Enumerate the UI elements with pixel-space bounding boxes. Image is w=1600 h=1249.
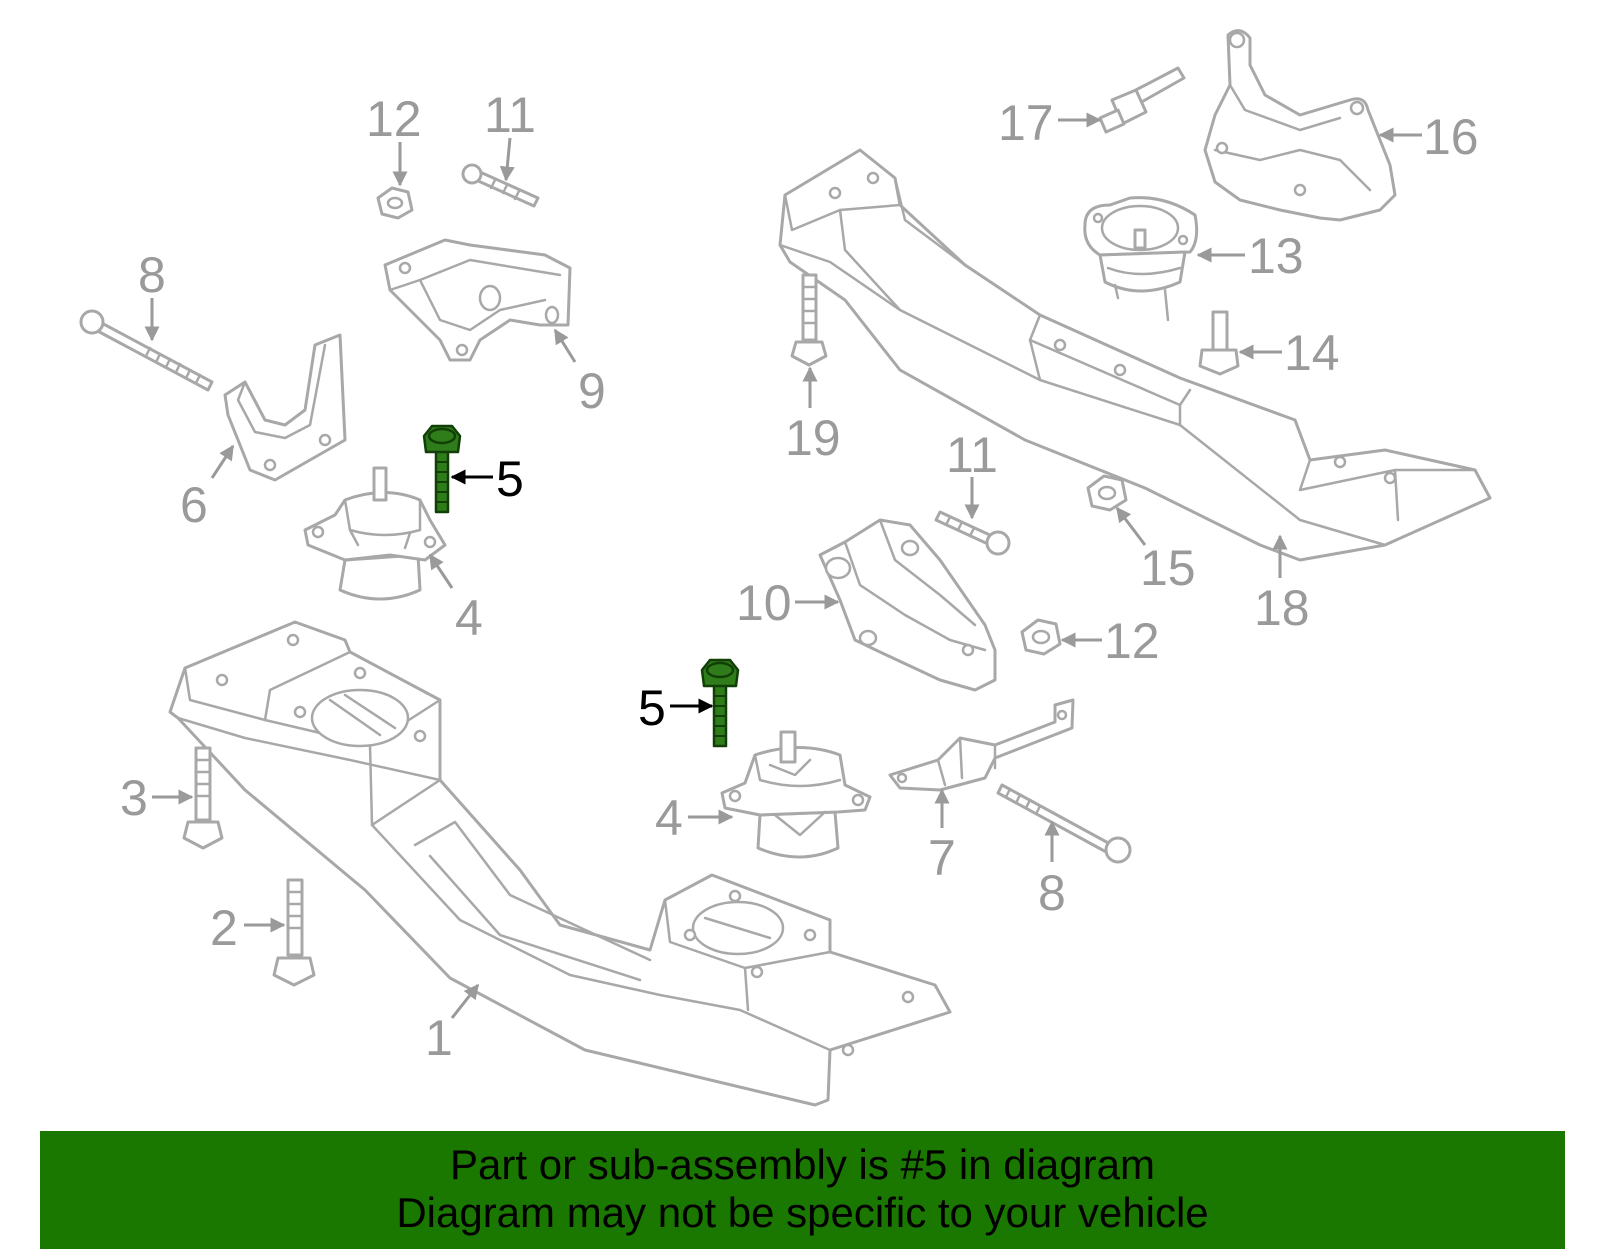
callout-3: 3 [120,770,148,826]
callout-10: 10 [736,575,792,631]
bracket-9 [383,238,572,362]
bracket-7 [888,698,1075,792]
bolt-8-lower [996,783,1132,864]
bolt-17 [1098,66,1186,134]
callout-6: 6 [180,477,208,533]
callout-13: 13 [1248,228,1304,284]
parts-diagram: 12 11 8 9 6 4 3 2 1 4 10 7 8 11 12 15 18… [79,29,1492,1107]
bolt-11-lower [934,510,1011,556]
crossmember-rear [778,148,1492,562]
callout-15: 15 [1140,540,1196,596]
bracket-10 [818,518,997,692]
callout-labels: 12 11 8 9 6 4 3 2 1 4 10 7 8 11 12 15 18… [120,87,1479,1066]
callout-11-upper: 11 [484,87,536,143]
callout-16: 16 [1423,109,1479,165]
nut-15 [1086,474,1128,512]
crossmember-front [168,620,952,1107]
callout-11-lower: 11 [946,427,998,483]
bolt-5-lower[interactable] [700,658,740,748]
engine-mount-13 [1083,196,1199,322]
callout-5-lower: 5 [638,680,666,736]
callout-17: 17 [998,95,1054,151]
info-banner: Part or sub-assembly is #5 in diagram Di… [40,1131,1565,1249]
bracket-16 [1203,29,1397,222]
callout-19: 19 [785,410,841,466]
callout-8-lower: 8 [1038,865,1066,921]
bolt-14 [1198,310,1240,376]
bolt-3 [182,746,224,850]
callout-14: 14 [1284,325,1340,381]
callout-2: 2 [210,900,238,956]
callout-4-lower: 4 [655,790,683,846]
nut-12-upper [376,186,414,220]
callout-12-lower: 12 [1104,613,1160,669]
banner-line-part: Part or sub-assembly is #5 in diagram [450,1141,1155,1188]
callout-9: 9 [578,363,606,419]
bracket-6 [223,333,347,482]
engine-mount-right [720,730,872,859]
callout-18: 18 [1254,580,1310,636]
callout-7: 7 [928,830,956,886]
callout-1: 1 [425,1010,453,1066]
leader-lines [144,112,1422,1019]
nut-12-lower [1020,618,1062,656]
bolt-8-upper [79,309,214,392]
callout-8-upper: 8 [138,247,166,303]
bolt-19 [790,273,828,367]
banner-line-disclaimer: Diagram may not be specific to your vehi… [396,1189,1209,1236]
callout-4-upper: 4 [455,590,483,646]
callout-12-upper: 12 [366,91,422,147]
bolt-5-upper[interactable] [422,424,462,514]
bolt-2 [272,878,316,987]
bolt-11-upper [461,163,540,208]
engine-mount-left [303,466,447,601]
callout-5-upper: 5 [496,451,524,507]
